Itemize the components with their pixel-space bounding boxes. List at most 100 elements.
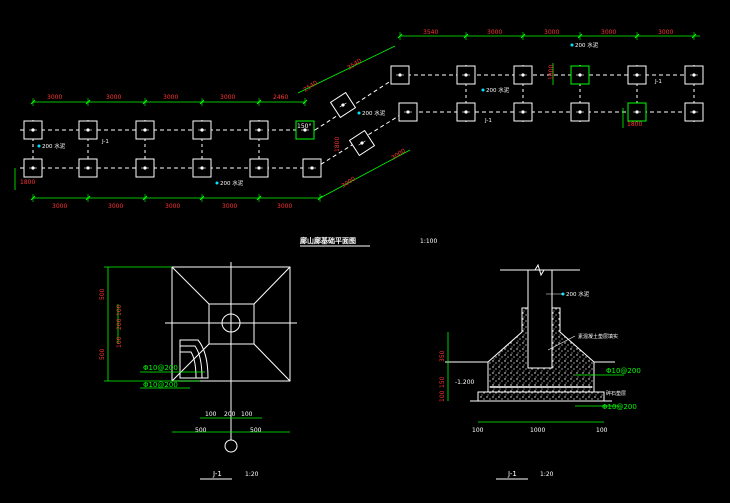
note-text: 200 水泥 [42,142,66,150]
footing-box [249,158,269,178]
dim-text: 1800 [627,121,642,128]
footing-box [23,158,43,178]
dim-text: 350 [439,350,446,362]
dim-text: 3000 [487,29,502,36]
section-dims [447,332,624,423]
note-text: 碎石垫层 [606,390,626,397]
footing-box [627,65,647,85]
note-text: 200 水泥 [575,41,599,49]
tag-text: J-1 [484,118,492,124]
footing-box [570,102,590,122]
angle-text: 150° [297,123,311,130]
dim-text: 3000 [390,147,407,161]
dim-text: 3000 [106,94,121,101]
rebar-cutout [179,339,209,379]
plan-title: 廊山廊基础平面图 [300,236,356,245]
plan-dim-texts: 3000 3000 3000 3000 3000 2460 3000 3000 … [20,29,673,210]
dim-text: 150 [439,376,446,388]
footing-highlight [570,65,590,85]
dim-text: 3000 [220,94,235,101]
footing-box [135,158,155,178]
detail-title: J-1 [212,470,222,478]
footing-box [513,65,533,85]
detail-scale: 1:20 [245,471,259,478]
footing-box [627,102,647,122]
dim-text: 100 [241,411,253,418]
footing-group [23,65,704,178]
footing-box [78,158,98,178]
detail-plan-dim-text: 500 200 100 100 500 [99,288,123,360]
vertical-centerlines [32,65,695,178]
rebar-text: Φ10@200 [602,403,637,411]
axis-bubble [224,439,238,453]
centerline [314,74,401,131]
footing-box [513,102,533,122]
tag-text: J-1 [654,79,662,85]
dim-text: 3000 [222,203,237,210]
footing-box [23,120,43,140]
section-texts: 350 150 100 100 1000 100 -1.200 200 水泥 素… [439,290,641,478]
dim-text: 1800 [334,137,341,152]
footing-box [302,158,322,178]
dim-text: 3000 [165,203,180,210]
note-text: 200 水泥 [486,86,510,94]
dim-text: 2460 [273,94,288,101]
dim-text: 3540 [346,57,363,71]
gravel-bed [477,391,605,402]
plan-scale: 1:100 [420,238,437,245]
footing-box [570,65,590,85]
plan-notes: 200 水泥 200 水泥 200 水泥 200 水泥 200 水泥 J-1 J… [42,41,662,187]
rebar-text: Φ10@200 [606,367,641,375]
dim-text: 500 [195,427,207,434]
footing-box [456,65,476,85]
dim-text: 3000 [108,203,123,210]
plan-dim-ticks [30,32,697,202]
dim-text: 3000 [601,29,616,36]
dim-text: 100 [472,427,484,434]
dim-text: 3540 [423,29,438,36]
dim-text: 100 [116,336,123,348]
dim-text: 200 [116,318,123,330]
detail-scale: 1:20 [540,471,554,478]
footing-box [135,120,155,140]
dim-text: 3000 [658,29,673,36]
footing-box [456,102,476,122]
note-text: 200 水泥 [566,290,590,298]
dim-text: 3000 [544,29,559,36]
note-text: 200 水泥 [220,179,244,187]
detail-plan-dims [104,266,290,433]
rebar-text: Φ10@200 [143,381,178,389]
detail-plan [165,262,297,453]
dim-text: 3000 [47,94,62,101]
footing-box [249,120,269,140]
footing-box [684,102,704,122]
dim-text: 500 [99,288,106,300]
footing-box [398,102,418,122]
footing-box [329,91,357,119]
footing-box [348,129,376,157]
footing-box [192,158,212,178]
elevation-text: -1.200 [455,379,475,386]
dim-text: 500 [99,348,106,360]
dim-text: 3000 [277,203,292,210]
note-markers [37,43,574,185]
dim-text: 3000 [52,203,67,210]
dim-text: 3000 [163,94,178,101]
note-text: 素混凝土垫层填实 [578,333,618,340]
dim-text: 100 [205,411,217,418]
detail-plan-labels: 500 500 100 200 100 Φ10@200 Φ10@200 J-1 … [143,364,262,478]
tag-text: J-1 [101,139,109,145]
dim-text: 1000 [530,427,545,434]
dim-text: 1800 [20,179,35,186]
detail-title: J-1 [507,470,517,478]
foundation-plan [20,65,700,178]
footing-box [78,120,98,140]
footing-box [684,65,704,85]
note-text: 200 水泥 [362,109,386,117]
dim-text: 2540 [302,79,319,93]
footing-box [390,65,410,85]
dim-text: 3000 [340,175,357,189]
detail-section [445,263,615,402]
